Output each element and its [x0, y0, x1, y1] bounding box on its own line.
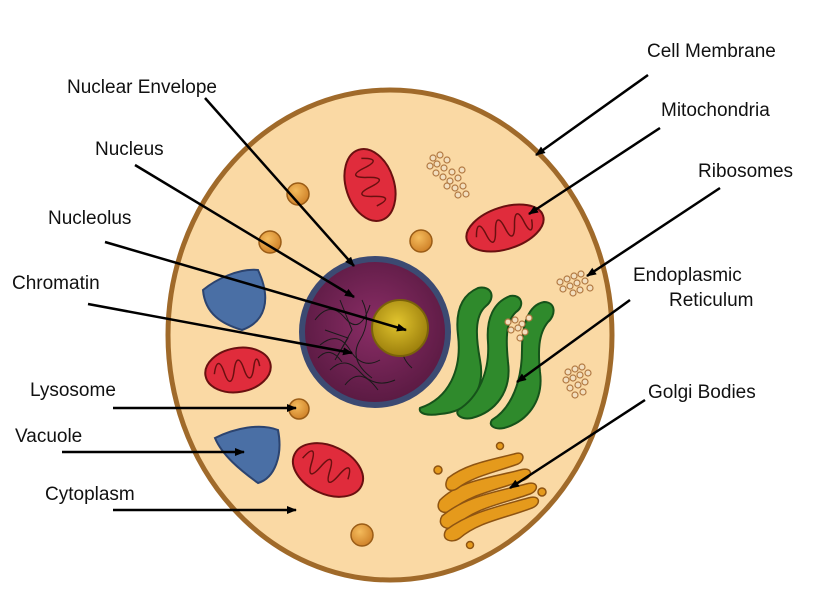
label-vacuole: Vacuole: [15, 426, 82, 447]
label-ribosomes: Ribosomes: [698, 161, 793, 182]
mitochondrion-icon: [343, 148, 397, 222]
label-lysosome: Lysosome: [30, 380, 116, 401]
label-nuclear-envelope: Nuclear Envelope: [67, 77, 217, 98]
vacuole-icon: [213, 425, 281, 485]
mitochondrion-icon: [204, 346, 272, 394]
label-mitochondria: Mitochondria: [661, 100, 770, 121]
arrow-nuclear-envelope: [204, 97, 355, 267]
label-reticulum: Reticulum: [669, 290, 753, 311]
lysosome-icon: [258, 182, 433, 547]
ribosome-icon: [562, 363, 592, 399]
arrow-nucleolus: [104, 240, 407, 332]
arrow-ribosomes: [586, 186, 721, 278]
label-cytoplasm: Cytoplasm: [45, 484, 135, 505]
mitochondrion-icon: [465, 203, 545, 253]
label-nucleus: Nucleus: [95, 139, 164, 160]
label-nucleolus: Nucleolus: [48, 208, 131, 229]
label-endoplasmic: Endoplasmic: [633, 265, 742, 286]
ribosome-icon: [426, 151, 470, 199]
arrow-nucleus: [134, 163, 355, 299]
golgi-icon: [433, 441, 547, 550]
arrow-er: [516, 298, 631, 384]
mitochondrion-icon: [291, 442, 365, 498]
label-chromatin: Chromatin: [12, 273, 100, 294]
arrow-cell-membrane: [535, 73, 649, 157]
er-icon: [418, 286, 555, 430]
label-cell-membrane: Cell Membrane: [647, 41, 776, 62]
arrow-mitochondria: [528, 126, 661, 216]
arrow-chromatin: [87, 302, 353, 356]
ribosome-icon: [556, 270, 594, 297]
ribosome-icon: [504, 314, 533, 342]
label-golgi-bodies: Golgi Bodies: [648, 382, 756, 403]
arrow-golgi: [509, 398, 646, 490]
